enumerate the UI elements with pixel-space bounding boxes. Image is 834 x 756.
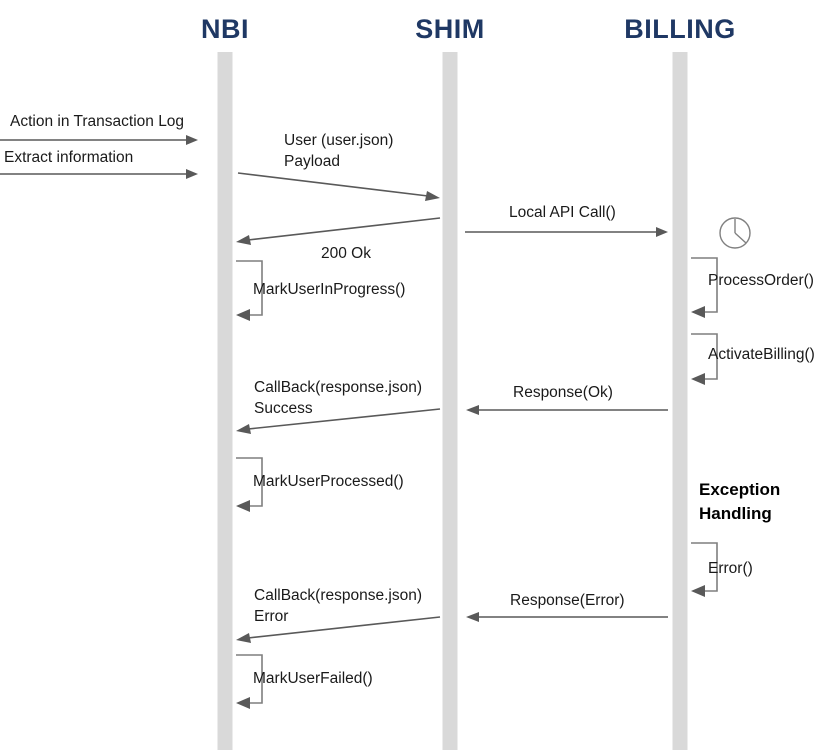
arrow-user-payload <box>237 172 440 201</box>
label-error-call: Error() <box>708 560 753 577</box>
lifeline-header-nbi: NBI <box>201 14 249 44</box>
label-callback-success-line1: CallBack(response.json) <box>254 379 422 396</box>
label-response-ok: Response(Ok) <box>513 384 613 401</box>
note-exception-handling-line2: Handling <box>699 504 772 523</box>
label-callback-success-line2: Success <box>254 400 313 417</box>
label-activate-billing: ActivateBilling() <box>708 346 815 363</box>
label-user-payload-line2: Payload <box>284 153 341 170</box>
arrow-200-ok <box>236 217 441 245</box>
label-mark-user-in-progress: MarkUserInProgress() <box>253 281 406 298</box>
arrow-local-api-call <box>465 227 668 237</box>
lifeline-header-shim: SHIM <box>415 14 485 44</box>
lifeline-bar-nbi <box>217 52 233 750</box>
arrow-extract-information <box>0 169 198 179</box>
arrow-response-error <box>466 612 668 622</box>
arrow-action-in-transaction-log <box>0 135 198 145</box>
lifeline-bar-shim <box>442 52 458 750</box>
lifeline-bar-billing <box>672 52 688 750</box>
label-mark-user-failed: MarkUserFailed() <box>253 670 373 687</box>
label-extract-information: Extract information <box>4 149 134 166</box>
label-response-error: Response(Error) <box>510 592 625 609</box>
clock-icon <box>719 217 751 249</box>
label-mark-user-processed: MarkUserProcessed() <box>253 473 404 490</box>
arrow-response-ok <box>466 405 668 415</box>
label-callback-error-line1: CallBack(response.json) <box>254 587 422 604</box>
note-exception-handling-line1: Exception <box>699 480 781 499</box>
lifeline-header-billing: BILLING <box>624 14 736 44</box>
label-callback-error-line2: Error <box>254 608 289 625</box>
label-process-order: ProcessOrder() <box>708 272 814 289</box>
label-action-in-transaction-log: Action in Transaction Log <box>10 113 185 130</box>
label-local-api-call: Local API Call() <box>509 204 616 221</box>
label-200-ok: 200 Ok <box>321 245 371 262</box>
label-user-payload-line1: User (user.json) <box>284 132 394 149</box>
